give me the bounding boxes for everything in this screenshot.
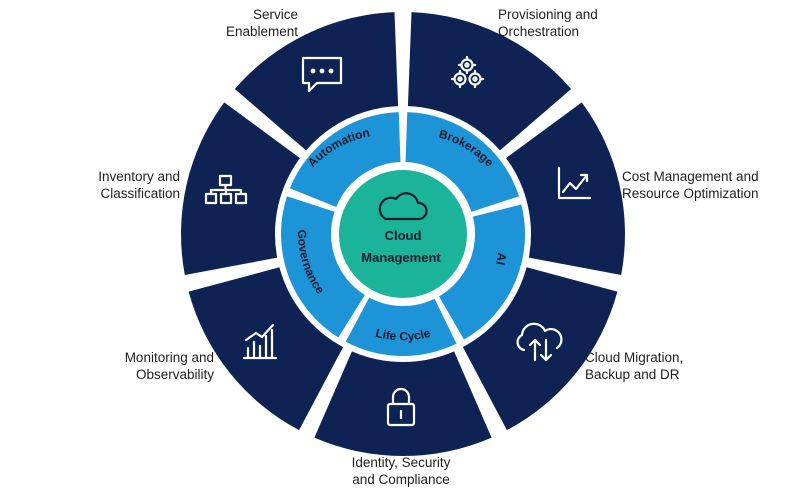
center-circle	[339, 170, 467, 298]
label-inventory: Inventory and Classification	[98, 169, 180, 201]
label-migration: Cloud Migration, Backup and DR	[585, 350, 684, 382]
outer-segment-migration	[462, 267, 618, 431]
inner-label-ai: AI	[493, 252, 509, 267]
chat-bubble-icon	[301, 56, 343, 93]
label-cost: Cost Management and Resource Optimizatio…	[622, 169, 759, 201]
label-service-enablement: Service Enablement	[225, 7, 298, 39]
bar-chart-icon	[242, 323, 278, 360]
padlock-icon	[386, 387, 416, 427]
inner-segment-governance	[281, 196, 365, 338]
inner-segment-brokerage	[405, 112, 520, 212]
inner-ring	[281, 112, 525, 356]
line-chart-icon	[557, 166, 592, 200]
label-provisioning: Provisioning and Orchestration	[498, 7, 598, 39]
outer-segment-inventory	[181, 102, 300, 276]
label-monitoring: Monitoring and Observability	[124, 350, 214, 382]
label-identity: Identity, Security and Compliance	[351, 455, 451, 487]
center-label-line1: Cloud	[385, 228, 422, 243]
cloud-sync-icon	[516, 322, 563, 362]
inner-label-lifecycle: Life Cycle	[374, 326, 432, 344]
outer-segment-provisioning	[407, 12, 572, 151]
inner-segment-ai	[439, 204, 525, 340]
center-label-line2: Management	[361, 250, 441, 265]
inner-segment-life-cycle	[345, 297, 457, 356]
org-chart-icon	[204, 174, 248, 205]
outer-segment-service	[234, 12, 399, 151]
gears-icon	[450, 55, 485, 89]
inner-segment-automation	[289, 112, 401, 208]
cloud-icon	[378, 192, 428, 221]
